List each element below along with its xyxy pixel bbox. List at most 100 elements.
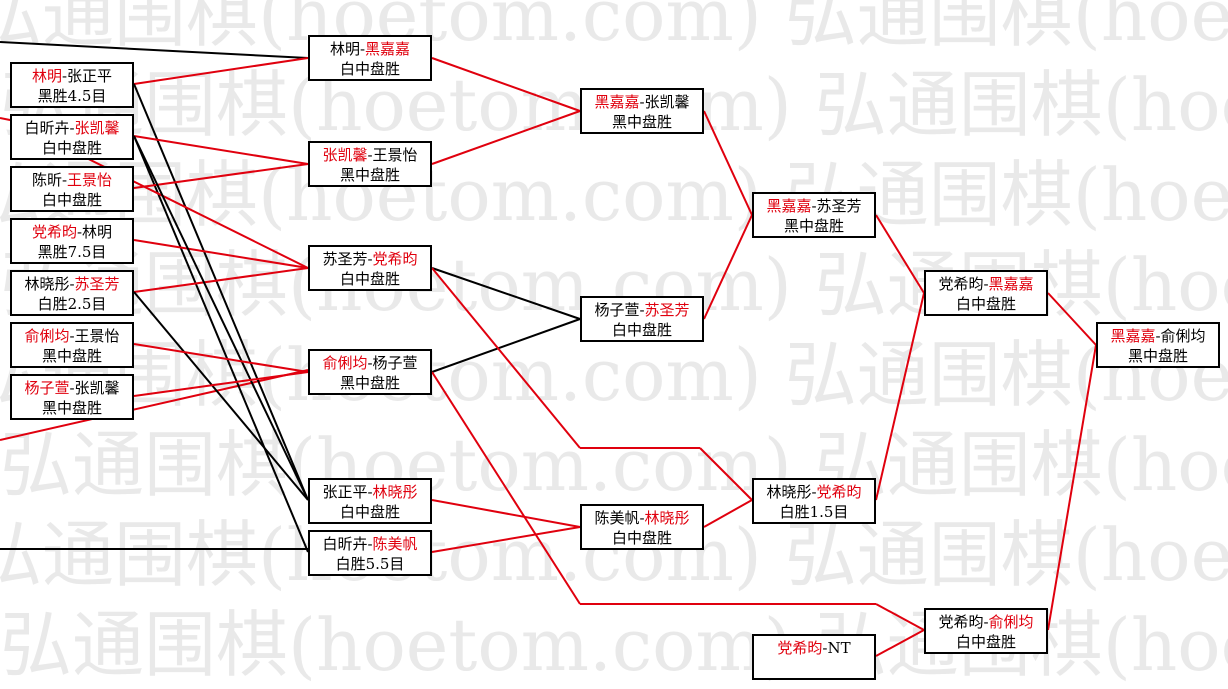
- separator: -: [811, 197, 817, 215]
- match-box-r4-1: 黑嘉嘉-苏圣芳黑中盘胜: [752, 192, 876, 238]
- loser-connector: [431, 318, 581, 373]
- winner-connector: [431, 371, 581, 605]
- winner-connector: [431, 57, 581, 112]
- match-result: 白中盘胜: [955, 633, 1016, 651]
- match-box-r3-2: 杨子萱-苏圣芳白中盘胜: [580, 296, 704, 342]
- winner-connector: [703, 110, 753, 216]
- loser-name: 苏圣芳: [816, 197, 862, 215]
- winner-name: 俞俐均: [988, 613, 1034, 631]
- match-players: 张正平-林晓彤: [310, 482, 430, 502]
- match-players: 俞俐均-王景怡: [12, 326, 132, 346]
- loser-name: 林明: [329, 40, 360, 58]
- winner-connector: [1047, 344, 1097, 631]
- match-result: 白中盘胜: [611, 321, 672, 339]
- loser-connector: [431, 267, 581, 320]
- match-result: 黑胜4.5目: [37, 87, 107, 105]
- winner-connector: [431, 499, 581, 528]
- winner-name: 苏圣芳: [644, 301, 690, 319]
- winner-connector: [133, 163, 309, 189]
- match-box-r4-3: 党希昀-NT: [752, 634, 876, 680]
- match-players: 白昕卉-张凯馨: [12, 118, 132, 138]
- loser-name: 王景怡: [74, 327, 120, 345]
- match-players: 林晓彤-党希昀: [754, 482, 874, 502]
- match-result: 白胜5.5目: [335, 555, 405, 573]
- loser-connector: [133, 135, 309, 553]
- separator: -: [69, 379, 75, 397]
- match-box-r2-3: 苏圣芳-党希昀白中盘胜: [308, 245, 432, 291]
- separator: -: [639, 509, 645, 527]
- match-box-r3-3: 陈美帆-林晓彤白中盘胜: [580, 504, 704, 550]
- match-players: 党希昀-黑嘉嘉: [926, 274, 1046, 294]
- loser-name: 陈美帆: [594, 509, 640, 527]
- match-box-r3-1: 黑嘉嘉-张凯馨黑中盘胜: [580, 88, 704, 134]
- loser-name: NT: [827, 639, 851, 657]
- match-players: 张凯馨-王景怡: [310, 145, 430, 165]
- separator: -: [61, 171, 68, 189]
- winner-name: 苏圣芳: [74, 275, 120, 293]
- winner-connector: [431, 526, 581, 553]
- match-players: 党希昀-林明: [12, 222, 132, 242]
- match-players: 陈昕-王景怡: [12, 170, 132, 190]
- loser-name: 党希昀: [938, 275, 984, 293]
- match-box-r6-1: 黑嘉嘉-俞俐均黑中盘胜: [1096, 322, 1220, 368]
- match-players: 党希昀-NT: [754, 638, 874, 658]
- match-box-r1-3: 陈昕-王景怡白中盘胜: [10, 166, 134, 212]
- match-result: 黑中盘胜: [611, 113, 672, 131]
- loser-name: 苏圣芳: [322, 250, 368, 268]
- match-players: 俞俐均-杨子萱: [310, 353, 430, 373]
- match-box-r1-6: 俞俐均-王景怡黑中盘胜: [10, 322, 134, 368]
- loser-name: 林晓彤: [766, 483, 812, 501]
- winner-name: 陈美帆: [372, 535, 418, 553]
- winner-connector: [875, 292, 925, 501]
- separator: -: [639, 93, 645, 111]
- winner-connector: [431, 267, 581, 449]
- match-box-r1-1: 林明-张正平黑胜4.5目: [10, 62, 134, 108]
- separator: -: [367, 146, 373, 164]
- match-box-r4-2: 林晓彤-党希昀白胜1.5目: [752, 478, 876, 524]
- match-result: 黑中盘胜: [41, 347, 102, 365]
- loser-connector: [133, 291, 309, 501]
- winner-name: 林晓彤: [644, 509, 690, 527]
- match-box-r1-5: 林晓彤-苏圣芳白胜2.5目: [10, 270, 134, 316]
- match-box-r5-1: 党希昀-黑嘉嘉白中盘胜: [924, 270, 1048, 316]
- winner-connector: [0, 369, 309, 441]
- loser-name: 林明: [82, 223, 113, 241]
- loser-connector: [133, 83, 309, 501]
- loser-name: 白昕卉: [24, 119, 70, 137]
- separator: -: [367, 250, 373, 268]
- match-players: 林明-张正平: [12, 66, 132, 86]
- match-players: 杨子萱-张凯馨: [12, 378, 132, 398]
- winner-connector: [875, 629, 925, 657]
- separator: -: [69, 275, 75, 293]
- winner-connector: [431, 110, 581, 165]
- winner-name: 林晓彤: [372, 483, 418, 501]
- match-result: 白中盘胜: [611, 529, 672, 547]
- match-result: 白胜2.5目: [37, 295, 107, 313]
- match-result: 黑中盘胜: [1127, 347, 1188, 365]
- match-players: 杨子萱-苏圣芳: [582, 300, 702, 320]
- separator: -: [359, 40, 366, 58]
- match-result: 黑中盘胜: [41, 399, 102, 417]
- match-players: 黑嘉嘉-张凯馨: [582, 92, 702, 112]
- loser-name: 王景怡: [372, 146, 418, 164]
- separator: -: [811, 483, 817, 501]
- winner-name: 黑嘉嘉: [766, 197, 812, 215]
- winner-connector: [133, 267, 309, 293]
- loser-connector: [133, 135, 309, 501]
- loser-name: 陈昕: [31, 171, 62, 189]
- match-box-r2-2: 张凯馨-王景怡黑中盘胜: [308, 141, 432, 187]
- winner-name: 党希昀: [777, 639, 823, 657]
- winner-connector: [703, 499, 753, 528]
- winner-name: 俞俐均: [24, 327, 70, 345]
- winner-name: 张凯馨: [74, 119, 120, 137]
- winner-name: 黑嘉嘉: [365, 40, 411, 58]
- match-box-r2-1: 林明-黑嘉嘉白中盘胜: [308, 35, 432, 81]
- loser-connector: [0, 41, 309, 59]
- winner-name: 黑嘉嘉: [988, 275, 1034, 293]
- match-players: 白昕卉-陈美帆: [310, 534, 430, 554]
- winner-name: 张凯馨: [322, 146, 368, 164]
- match-box-r5-2: 党希昀-俞俐均白中盘胜: [924, 608, 1048, 654]
- winner-name: 王景怡: [67, 171, 113, 189]
- winner-connector: [875, 214, 925, 294]
- winner-connector: [699, 447, 753, 501]
